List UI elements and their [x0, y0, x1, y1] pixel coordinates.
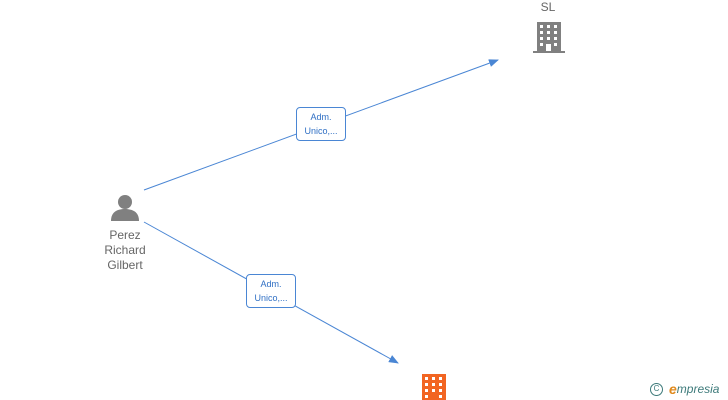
edge-label-person-to-sl[interactable]: Adm. Unico,...	[296, 107, 346, 141]
brand-name: mpresia	[676, 382, 720, 396]
building-icon-orange[interactable]	[422, 374, 446, 400]
watermark: C e mpresia	[650, 380, 719, 398]
person-label[interactable]: Perez Richard Gilbert	[104, 228, 146, 272]
edge-label-person-to-company[interactable]: Adm. Unico,...	[246, 274, 296, 308]
brand-initial: e	[669, 381, 677, 397]
company-label-sl[interactable]: SL	[540, 0, 556, 14]
copyright-icon: C	[650, 382, 663, 396]
building-icon[interactable]	[533, 22, 565, 53]
person-icon[interactable]	[111, 195, 139, 221]
